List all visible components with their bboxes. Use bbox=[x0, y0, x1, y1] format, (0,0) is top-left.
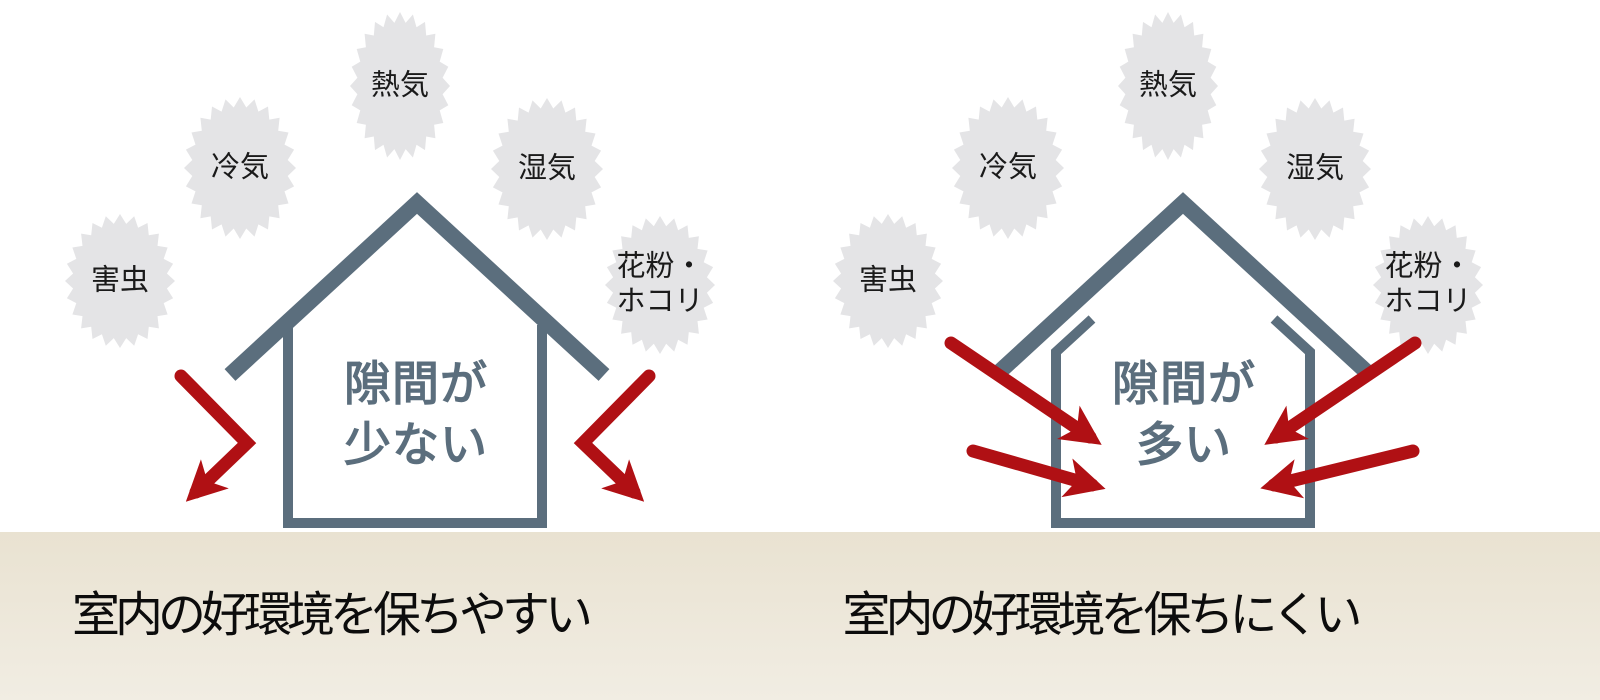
burst-label-pests: 害虫 bbox=[90, 264, 150, 297]
airtight-house-figure bbox=[224, 192, 610, 528]
penetrate-arrow-upper-left bbox=[944, 336, 1102, 445]
starburst-cold-air bbox=[184, 97, 296, 239]
penetrate-arrow-lower-left bbox=[966, 444, 1106, 498]
burst-label-humidity: 湿気 bbox=[1285, 152, 1345, 185]
burst-label-cold-air: 冷気 bbox=[210, 151, 270, 184]
burst-label-pollen-dust: 花粉・ ホコリ bbox=[616, 250, 704, 318]
starburst-cold-air bbox=[952, 97, 1064, 239]
leaky-house-roof bbox=[990, 192, 1376, 381]
burst-label-pests: 害虫 bbox=[858, 264, 918, 297]
penetrate-arrow-upper-right bbox=[1264, 336, 1422, 445]
starburst-hot-air bbox=[350, 12, 450, 160]
airtight-caption: 室内の好環境を保ちやすい bbox=[71, 589, 593, 642]
ground-band bbox=[0, 532, 1600, 700]
starburst-humidity bbox=[1259, 98, 1371, 240]
starburst-pollen-dust bbox=[605, 216, 715, 354]
airtight-house-roof bbox=[224, 192, 610, 381]
leaky-caption: 室内の好環境を保ちにくい bbox=[842, 589, 1362, 642]
burst-label-pollen-dust: 花粉・ ホコリ bbox=[1384, 250, 1472, 318]
airtight-house-walls bbox=[283, 325, 547, 528]
starburst-group bbox=[65, 12, 1483, 354]
deflect-arrow-left bbox=[174, 369, 257, 502]
burst-label-cold-air: 冷気 bbox=[978, 151, 1038, 184]
penetrate-arrow-lower-right bbox=[1260, 444, 1420, 499]
starburst-humidity bbox=[491, 98, 603, 240]
burst-label-humidity: 湿気 bbox=[517, 152, 577, 185]
starburst-hot-air bbox=[1118, 12, 1218, 160]
leaky-house-walls bbox=[1051, 315, 1315, 528]
burst-label-hot-air: 熱気 bbox=[370, 69, 430, 102]
starburst-pollen-dust bbox=[1373, 216, 1483, 354]
burst-label-hot-air: 熱気 bbox=[1138, 69, 1198, 102]
starburst-pests bbox=[833, 214, 943, 348]
starburst-pests bbox=[65, 214, 175, 348]
leaky-house-figure bbox=[990, 192, 1376, 528]
deflect-arrow-right bbox=[573, 369, 656, 502]
airtight-house-label: 隙間が 少ない bbox=[344, 356, 488, 471]
leaky-house-label: 隙間が 多い bbox=[1112, 356, 1256, 471]
